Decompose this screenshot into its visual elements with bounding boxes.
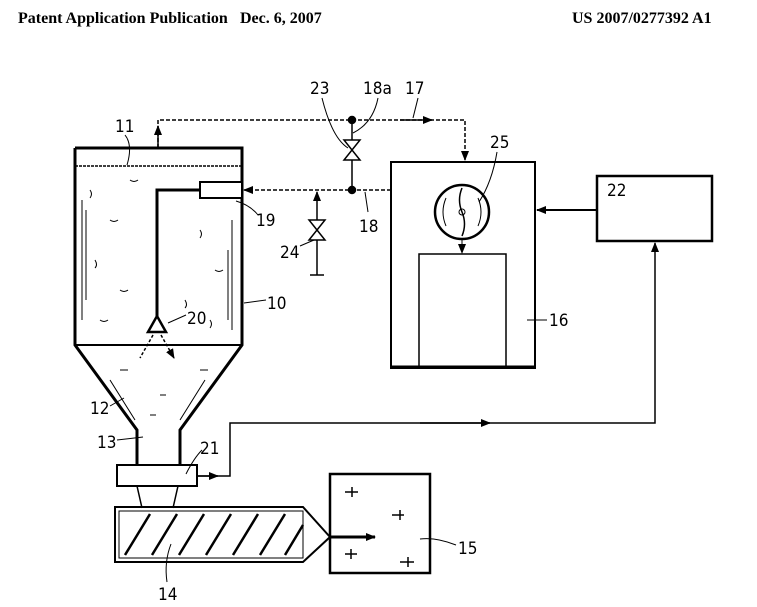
label-18: 18 [359, 217, 378, 237]
label-11: 11 [115, 117, 134, 137]
label-24: 24 [280, 243, 299, 263]
leader-lines [110, 98, 547, 582]
label-21: 21 [200, 439, 219, 459]
valve-24 [309, 220, 325, 240]
line-17 [158, 120, 465, 160]
label-20: 20 [187, 309, 206, 329]
label-12: 12 [90, 399, 109, 419]
label-22: 22 [607, 181, 626, 201]
line-18 [244, 117, 391, 276]
dryer-unit-16 [391, 162, 535, 368]
label-16: 16 [549, 311, 568, 331]
label-17: 17 [405, 79, 424, 99]
mold-15 [330, 474, 430, 573]
nozzle-box-19 [200, 182, 242, 198]
label-15: 15 [458, 539, 477, 559]
extruder-14 [115, 507, 375, 562]
label-19: 19 [256, 211, 275, 231]
label-13: 13 [97, 433, 116, 453]
sensor-21 [117, 465, 197, 486]
valve-23 [344, 140, 360, 160]
label-18a: 18a [363, 79, 392, 99]
label-23: 23 [310, 79, 329, 99]
feed-pipe [140, 182, 242, 358]
spray-nozzle-20 [148, 316, 166, 332]
label-25: 25 [490, 133, 509, 153]
label-14: 14 [158, 585, 177, 605]
label-10: 10 [267, 294, 286, 314]
